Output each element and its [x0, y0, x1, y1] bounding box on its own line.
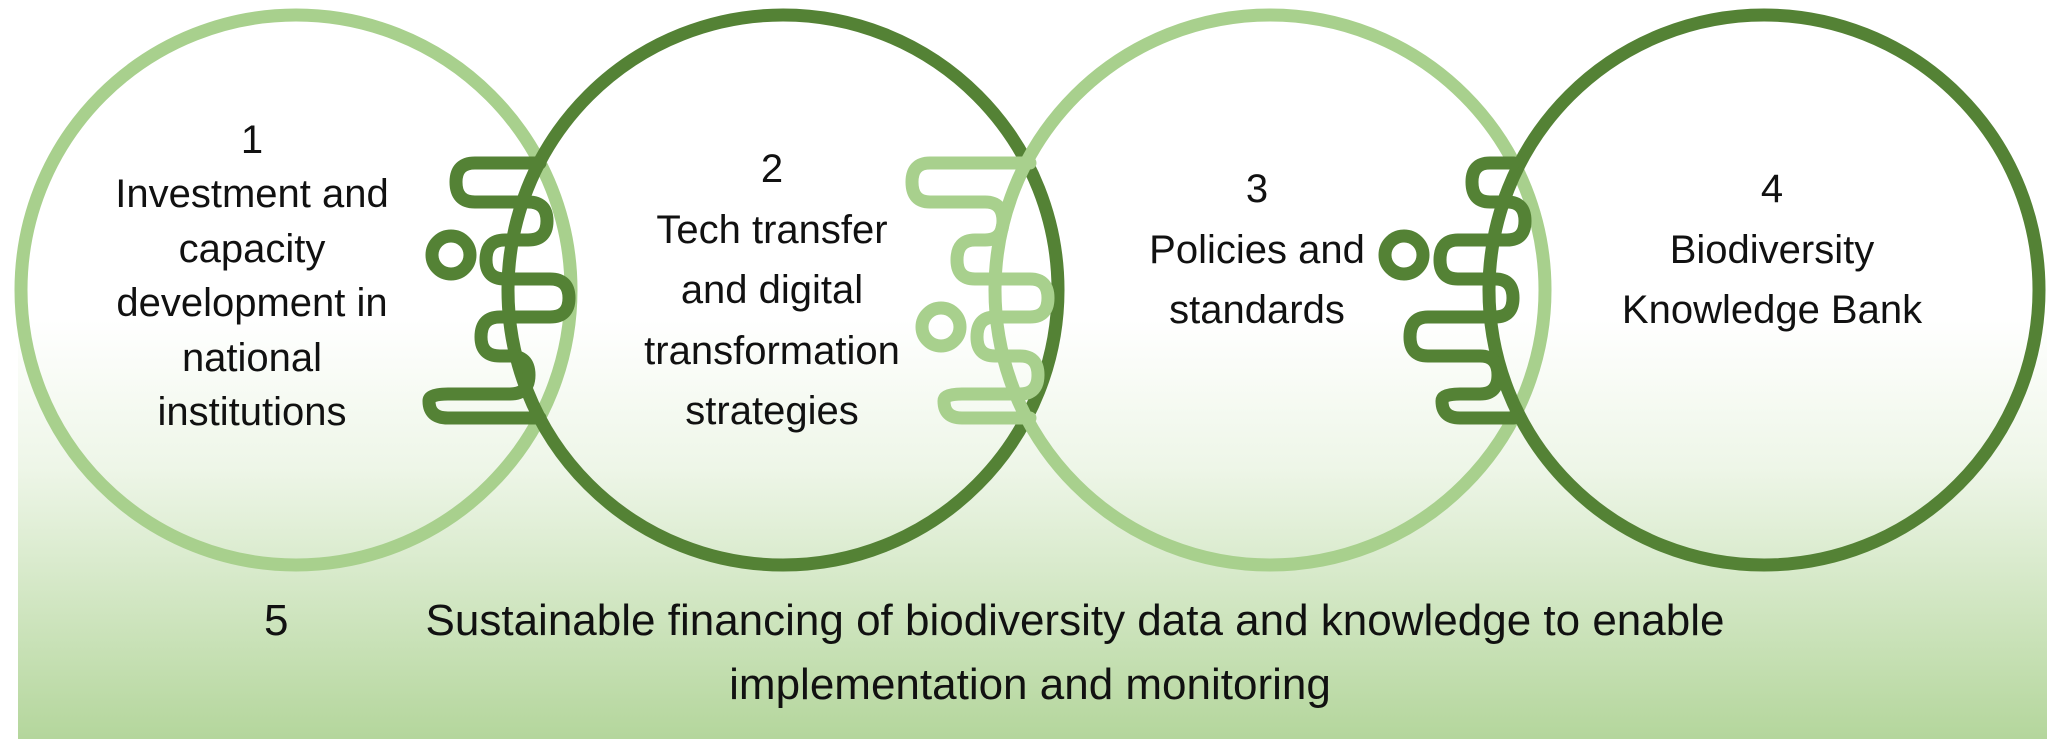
circle-3-number: 3 — [1246, 167, 1268, 211]
ring-2 — [501, 8, 1065, 572]
circle-4-number: 4 — [1761, 167, 1783, 211]
circle-2-line-4: strategies — [685, 389, 858, 433]
circle-4-line-1: Biodiversity — [1670, 228, 1875, 272]
bottom-caption: 5 Sustainable financing of biodiversity … — [264, 596, 1724, 709]
connector-2-3 — [905, 156, 1055, 425]
caption-number: 5 — [264, 596, 288, 645]
dot-3-4 — [1378, 229, 1430, 281]
circle-rings — [14, 8, 2046, 572]
circle-1-line-5: institutions — [158, 390, 347, 434]
squiggle-2-3 — [905, 156, 1055, 425]
squiggle-3-4 — [1403, 156, 1532, 425]
circle-2-line-1: Tech transfer — [656, 208, 887, 252]
circle-3-line-2: standards — [1169, 288, 1345, 332]
circle-1-line-1: Investment and — [115, 172, 389, 216]
circle-1-line-3: development in — [116, 281, 387, 325]
caption-line-1: Sustainable financing of biodiversity da… — [426, 596, 1725, 645]
circle-4-text: 4 Biodiversity Knowledge Bank — [1622, 167, 1923, 332]
circle-2-text: 2 Tech transfer and digital transformati… — [644, 147, 900, 433]
dot-2-3 — [915, 301, 967, 353]
ring-3 — [988, 8, 1552, 572]
circle-1-text: 1 Investment and capacity development in… — [115, 118, 389, 434]
circle-1-number: 1 — [241, 118, 263, 162]
dot-1-2 — [425, 229, 477, 281]
connector-1-2 — [422, 156, 576, 425]
connector-3-4 — [1378, 156, 1532, 425]
ring-4 — [1482, 8, 2046, 572]
circle-1-line-4: national — [182, 336, 322, 380]
squiggle-1-2 — [422, 156, 576, 425]
caption-line-2: implementation and monitoring — [729, 660, 1331, 709]
circle-4-line-2: Knowledge Bank — [1622, 288, 1923, 332]
circle-2-number: 2 — [761, 147, 783, 191]
circle-3-line-1: Policies and — [1149, 228, 1365, 272]
circle-2-line-3: transformation — [644, 329, 900, 373]
circle-2-line-2: and digital — [681, 268, 863, 312]
circle-3-text: 3 Policies and standards — [1149, 167, 1365, 332]
circle-1-line-2: capacity — [179, 227, 326, 271]
